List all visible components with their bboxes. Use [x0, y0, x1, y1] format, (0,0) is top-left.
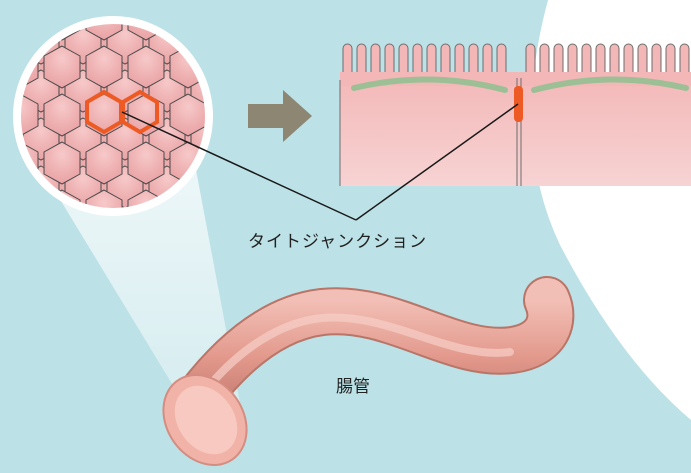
- intestinal-tract-label: 腸管: [336, 372, 370, 397]
- tight-junction-marker: [514, 86, 523, 122]
- tight-junction-label: タイトジャンクション: [248, 227, 427, 252]
